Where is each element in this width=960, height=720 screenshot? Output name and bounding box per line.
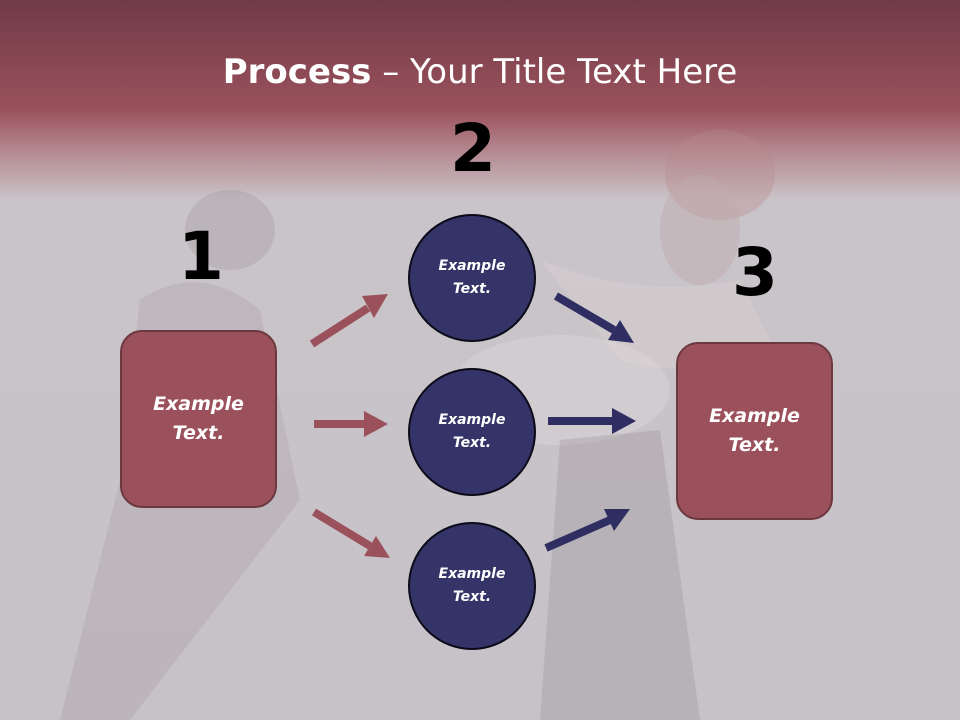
circle-middle-line1: Example: [438, 412, 506, 428]
arrow-left-to-middle: [314, 411, 388, 437]
title-strong: Process: [222, 52, 372, 92]
circle-bottom-line1: Example: [438, 566, 506, 582]
arrow-middle-to-right: [548, 408, 636, 434]
arrow-left-to-bottom: [311, 508, 390, 558]
slide-title: Process – Your Title Text Here: [0, 52, 960, 92]
title-rest: – Your Title Text Here: [371, 52, 738, 92]
arrow-left-to-top: [309, 294, 388, 348]
circle-top-line2: Text.: [452, 281, 492, 297]
left-box-line2: Text.: [172, 422, 225, 444]
right-box-line2: Text.: [728, 434, 781, 456]
circle-middle-line2: Text.: [452, 435, 492, 451]
step-number-3: 3: [732, 234, 778, 311]
right-box-line1: Example: [709, 405, 800, 427]
arrow-top-to-right: [553, 292, 634, 343]
arrow-bottom-to-right: [544, 509, 630, 552]
step-number-1: 1: [178, 218, 224, 295]
left-box-line1: Example: [153, 393, 244, 415]
circle-bottom-line2: Text.: [452, 589, 492, 605]
step-number-2: 2: [450, 110, 496, 187]
circle-top-line1: Example: [438, 258, 506, 274]
